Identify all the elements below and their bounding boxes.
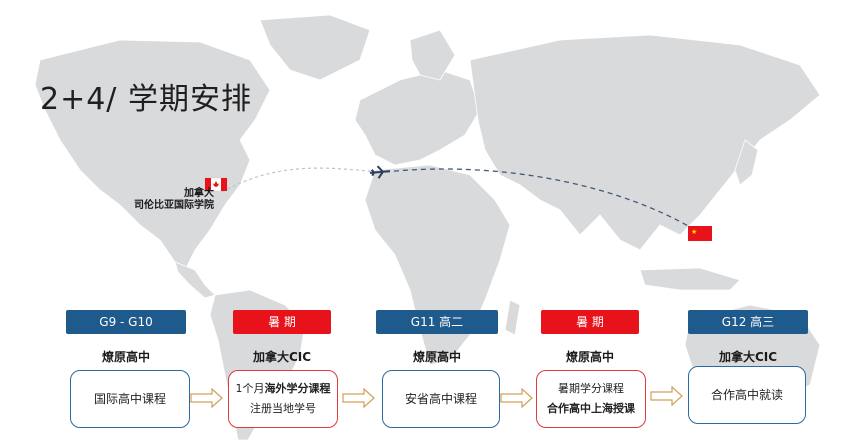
north-america-shape <box>34 39 271 271</box>
africa-shape <box>364 164 511 366</box>
page-title: 2+4/ 学期安排 <box>40 82 252 117</box>
course-box-4: 暑期学分课程 合作高中上海授课 <box>536 370 646 428</box>
canada-flag-icon <box>204 177 228 192</box>
stage-school-5: 加拿大CIC <box>718 350 778 364</box>
course-box-1: 国际高中课程 <box>70 370 190 428</box>
asia-shape <box>469 34 821 251</box>
course-box-3-text: 安省高中课程 <box>404 392 477 406</box>
pill-g11: G11 高二 <box>376 310 498 334</box>
stage-school-4: 燎原高中 <box>565 350 614 364</box>
pill-g12: G12 高三 <box>688 310 808 334</box>
pill-summer-1: 暑 期 <box>233 310 331 334</box>
indonesia-shape <box>639 267 741 291</box>
scandinavia-shape <box>409 29 456 81</box>
arrow-right-icon <box>500 388 533 408</box>
stage-school-2: 加拿大CIC <box>252 350 312 364</box>
stage-school-1: 燎原高中 <box>101 350 150 364</box>
flight-path-line <box>221 167 381 193</box>
flight-path-line-2 <box>384 168 696 231</box>
course-box-1-text: 国际高中课程 <box>93 392 166 406</box>
course-box-4-line1: 暑期学分课程 <box>558 382 624 395</box>
arrow-right-icon <box>650 386 683 406</box>
madagascar-shape <box>504 299 521 336</box>
course-box-2-line2: 注册当地学号 <box>250 402 316 415</box>
europe-shape <box>354 69 481 166</box>
svg-text:★: ★ <box>691 228 697 236</box>
course-box-2: 1个月海外学分课程 注册当地学号 <box>228 370 338 428</box>
course-box-2-line1: 1个月海外学分课程 <box>235 382 331 395</box>
course-box-5-text: 合作高中就读 <box>710 388 783 402</box>
canada-school-line2: 司伦比亚国际学院 <box>134 200 214 211</box>
china-flag-icon: ★ <box>688 226 712 241</box>
greenland-shape <box>259 14 371 81</box>
course-box-5: 合作高中就读 <box>688 366 806 424</box>
central-america-shape <box>174 261 216 299</box>
canada-school-label: 加拿大 司伦比亚国际学院 <box>134 188 214 212</box>
stage-school-3: 燎原高中 <box>412 350 461 364</box>
pill-summer-2: 暑 期 <box>541 310 639 334</box>
pill-g9-g10: G9 - G10 <box>66 310 186 334</box>
canada-school-line1: 加拿大 <box>184 188 214 199</box>
course-box-4-line2: 合作高中上海授课 <box>547 402 635 415</box>
japan-shape <box>734 139 759 186</box>
arrow-right-icon <box>190 388 223 408</box>
airplane-icon <box>369 165 391 179</box>
arrow-right-icon <box>342 388 375 408</box>
course-box-3: 安省高中课程 <box>382 370 500 428</box>
